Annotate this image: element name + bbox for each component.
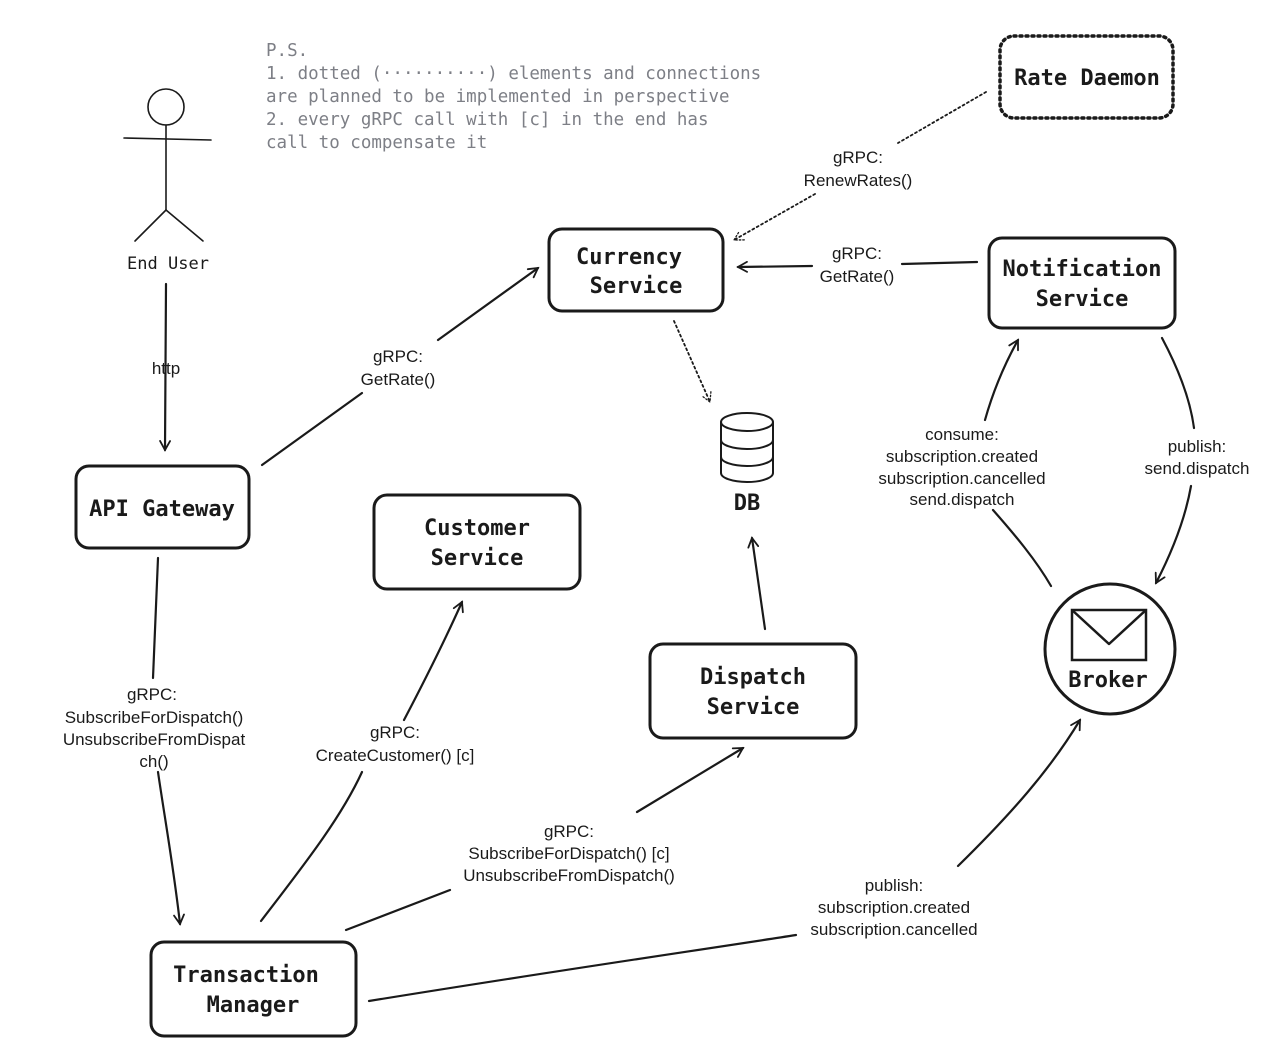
- note-line: call to compensate it: [266, 133, 487, 153]
- edge-label: http: [152, 359, 180, 378]
- note-line: 2. every gRPC call with [c] in the end h…: [266, 110, 709, 130]
- edge-currency-to-db: [673, 320, 712, 404]
- node-broker[interactable]: Broker: [1043, 582, 1177, 716]
- node-label: Service: [707, 695, 800, 720]
- node-label: Dispatch: [700, 665, 806, 690]
- database-icon: [720, 412, 774, 483]
- node-label: Transaction: [173, 963, 319, 988]
- edge-user-to-gateway: http: [152, 282, 180, 452]
- node-label: Customer: [424, 516, 530, 541]
- edge-label: publish:: [1168, 437, 1227, 456]
- edge-label: UnsubscribeFromDispat: [63, 730, 246, 749]
- edge-label: SubscribeForDispatch(): [65, 708, 244, 727]
- envelope-icon: [1070, 608, 1148, 662]
- edge-label: GetRate(): [361, 370, 436, 389]
- edge-label: gRPC:: [373, 347, 423, 366]
- edge-transaction-to-broker: publish: subscription.created subscripti…: [367, 718, 1082, 1003]
- note-line: 1. dotted (··········) elements and conn…: [266, 64, 761, 84]
- node-label: Service: [590, 274, 683, 299]
- edge-label: RenewRates(): [804, 171, 913, 190]
- node-label: API Gateway: [89, 497, 235, 522]
- edge-label: ch(): [139, 752, 168, 771]
- edge-label: subscription.created: [886, 447, 1038, 466]
- node-label: Notification: [1003, 257, 1162, 282]
- node-transaction-manager[interactable]: Transaction Manager: [149, 940, 358, 1038]
- edge-label: gRPC:: [833, 148, 883, 167]
- edge-label: subscription.created: [818, 898, 970, 917]
- edge-label: SubscribeForDispatch() [c]: [468, 844, 669, 863]
- edge-dispatch-to-db: [747, 536, 767, 631]
- node-api-gateway[interactable]: API Gateway: [74, 464, 251, 550]
- node-dispatch-service[interactable]: Dispatch Service: [648, 642, 858, 740]
- note-line: are planned to be implemented in perspec…: [266, 87, 730, 107]
- edge-label: subscription.cancelled: [810, 920, 977, 939]
- node-label: Broker: [1068, 668, 1147, 693]
- node-label: Service: [1036, 287, 1129, 312]
- edge-label: gRPC:: [544, 822, 594, 841]
- note-line: P.S.: [266, 41, 308, 61]
- node-label: Rate Daemon: [1014, 66, 1160, 91]
- legend-note: P.S. 1. dotted (··········) elements and…: [266, 41, 761, 153]
- end-user-actor: End User: [123, 88, 212, 274]
- edge-label: consume:: [925, 425, 999, 444]
- edge-label: gRPC:: [832, 244, 882, 263]
- node-rate-daemon[interactable]: Rate Daemon: [998, 34, 1175, 120]
- actor-label: End User: [127, 254, 209, 274]
- edge-label: send.dispatch: [910, 490, 1015, 509]
- edge-label: gRPC:: [127, 685, 177, 704]
- edge-gateway-to-transaction: gRPC: SubscribeForDispatch() Unsubscribe…: [63, 556, 246, 926]
- edge-label: publish:: [865, 876, 924, 895]
- edge-broker-to-notification: consume: subscription.created subscripti…: [878, 338, 1053, 588]
- node-customer-service[interactable]: Customer Service: [372, 493, 582, 591]
- stick-figure-icon: [123, 88, 212, 242]
- node-label: DB: [734, 491, 761, 516]
- edge-transaction-to-customer: gRPC: CreateCustomer() [c]: [259, 600, 475, 923]
- node-label: Currency: [576, 245, 682, 270]
- edge-label: subscription.cancelled: [878, 469, 1045, 488]
- edge-transaction-to-dispatch: gRPC: SubscribeForDispatch() [c] Unsubsc…: [344, 746, 745, 932]
- node-label: Service: [431, 546, 524, 571]
- edge-notification-to-currency: gRPC: GetRate(): [736, 244, 979, 286]
- edge-notification-to-broker: publish: send.dispatch: [1145, 336, 1250, 585]
- edge-label: CreateCustomer() [c]: [316, 746, 475, 765]
- node-notification-service[interactable]: Notification Service: [987, 236, 1177, 330]
- node-db[interactable]: DB: [720, 412, 774, 516]
- edge-label: GetRate(): [820, 267, 895, 286]
- node-label: Manager: [207, 993, 300, 1018]
- edge-daemon-to-currency: gRPC: RenewRates(): [732, 91, 987, 241]
- edge-label: gRPC:: [370, 723, 420, 742]
- edge-label: send.dispatch: [1145, 459, 1250, 478]
- edge-gateway-to-currency: gRPC: GetRate(): [260, 266, 540, 467]
- edge-label: UnsubscribeFromDispatch(): [463, 866, 675, 885]
- node-currency-service[interactable]: Currency Service: [547, 227, 725, 313]
